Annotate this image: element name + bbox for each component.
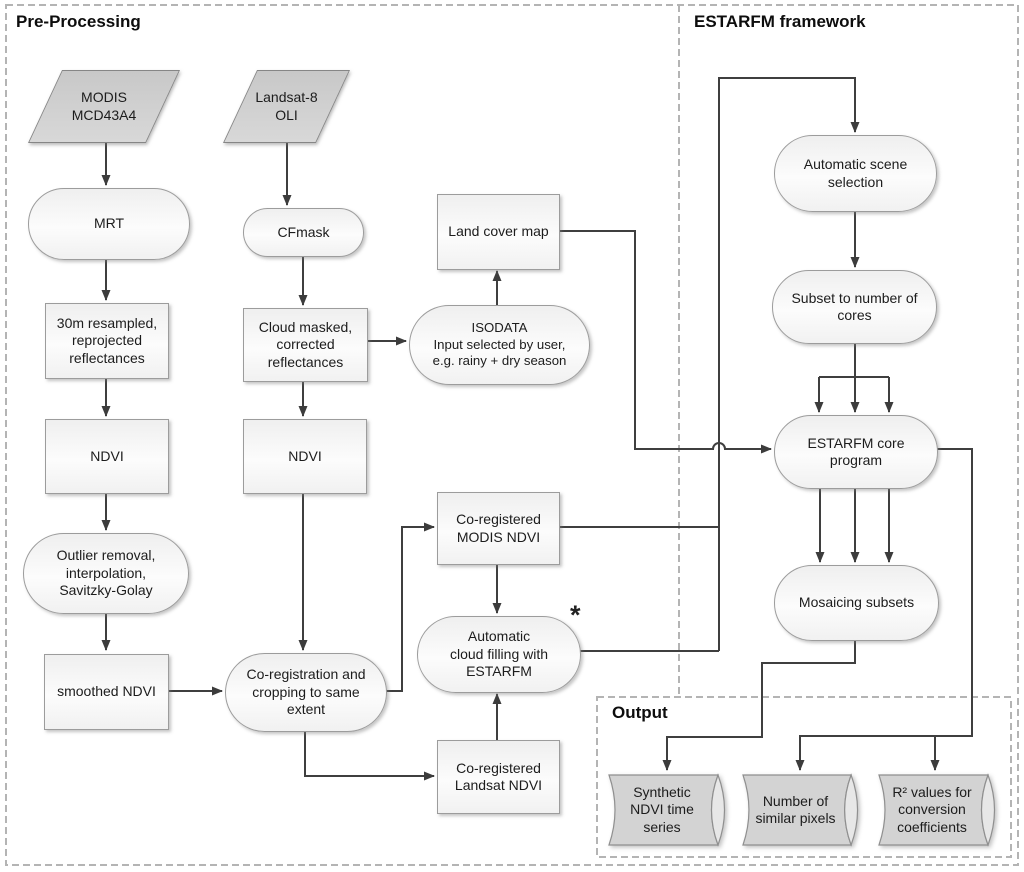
node-coregistered-modis-ndvi: Co-registered MODIS NDVI [437, 492, 560, 565]
node-ndvi-modis: NDVI [45, 419, 169, 494]
node-output-synthetic-ndvi: Synthetic NDVI time series [608, 773, 730, 847]
cloud-filling-asterisk: * [570, 600, 581, 630]
node-coregistration: Co-registration and cropping to same ext… [225, 653, 387, 732]
section-title-output: Output [612, 703, 668, 722]
edge-mosaic-to-synthetic [662, 639, 856, 771]
edge-coregistration-to-coreg-modis [386, 522, 435, 692]
stored-data-shape [608, 773, 726, 847]
edge-core-to-similar-pixels [795, 448, 973, 771]
node-cloud-masked-reflectances: Cloud masked, corrected reflectances [243, 308, 368, 382]
node-landsat8-oli: Landsat-8 OLI [222, 70, 351, 143]
node-ndvi-landsat: NDVI [243, 419, 367, 494]
node-output-similar-pixels: Number of similar pixels [742, 773, 863, 847]
node-smoothed-ndvi: smoothed NDVI [44, 654, 169, 730]
section-title-pre-processing: Pre-Processing [16, 12, 141, 31]
node-estarfm-core-program: ESTARFM core program [774, 415, 938, 489]
node-modis-mcd43a4: MODIS MCD43A4 [27, 70, 181, 143]
node-coregistered-landsat-ndvi: Co-registered Landsat NDVI [437, 740, 560, 814]
node-mosaicing-subsets: Mosaicing subsets [774, 565, 939, 641]
node-mrt: MRT [28, 188, 190, 260]
edge-riser-to-scene-selection [718, 77, 860, 651]
node-outlier-removal: Outlier removal, interpolation, Savitzky… [23, 533, 189, 614]
node-automatic-scene-selection: Automatic scene selection [774, 135, 937, 212]
node-subset-to-cores: Subset to number of cores [772, 270, 937, 344]
stored-data-shape [742, 773, 859, 847]
node-output-r2-values: R² values for conversion coefficients [878, 773, 1000, 847]
edge-landcover-to-core [559, 230, 772, 454]
node-automatic-cloud-filling: Automatic cloud filling with ESTARFM [417, 616, 581, 693]
edge-coregistration-to-coreg-landsat [304, 730, 435, 781]
node-resampled-reflectances: 30m resampled, reprojected reflectances [45, 303, 169, 379]
node-cfmask: CFmask [243, 208, 364, 257]
node-land-cover-map: Land cover map [437, 194, 560, 270]
node-isodata: ISODATA Input selected by user, e.g. rai… [409, 305, 590, 385]
output-dashed-border [596, 696, 1012, 858]
section-title-estarfm-framework: ESTARFM framework [694, 12, 866, 31]
outer-dashed-border [5, 4, 1019, 866]
stored-data-shape [878, 773, 996, 847]
